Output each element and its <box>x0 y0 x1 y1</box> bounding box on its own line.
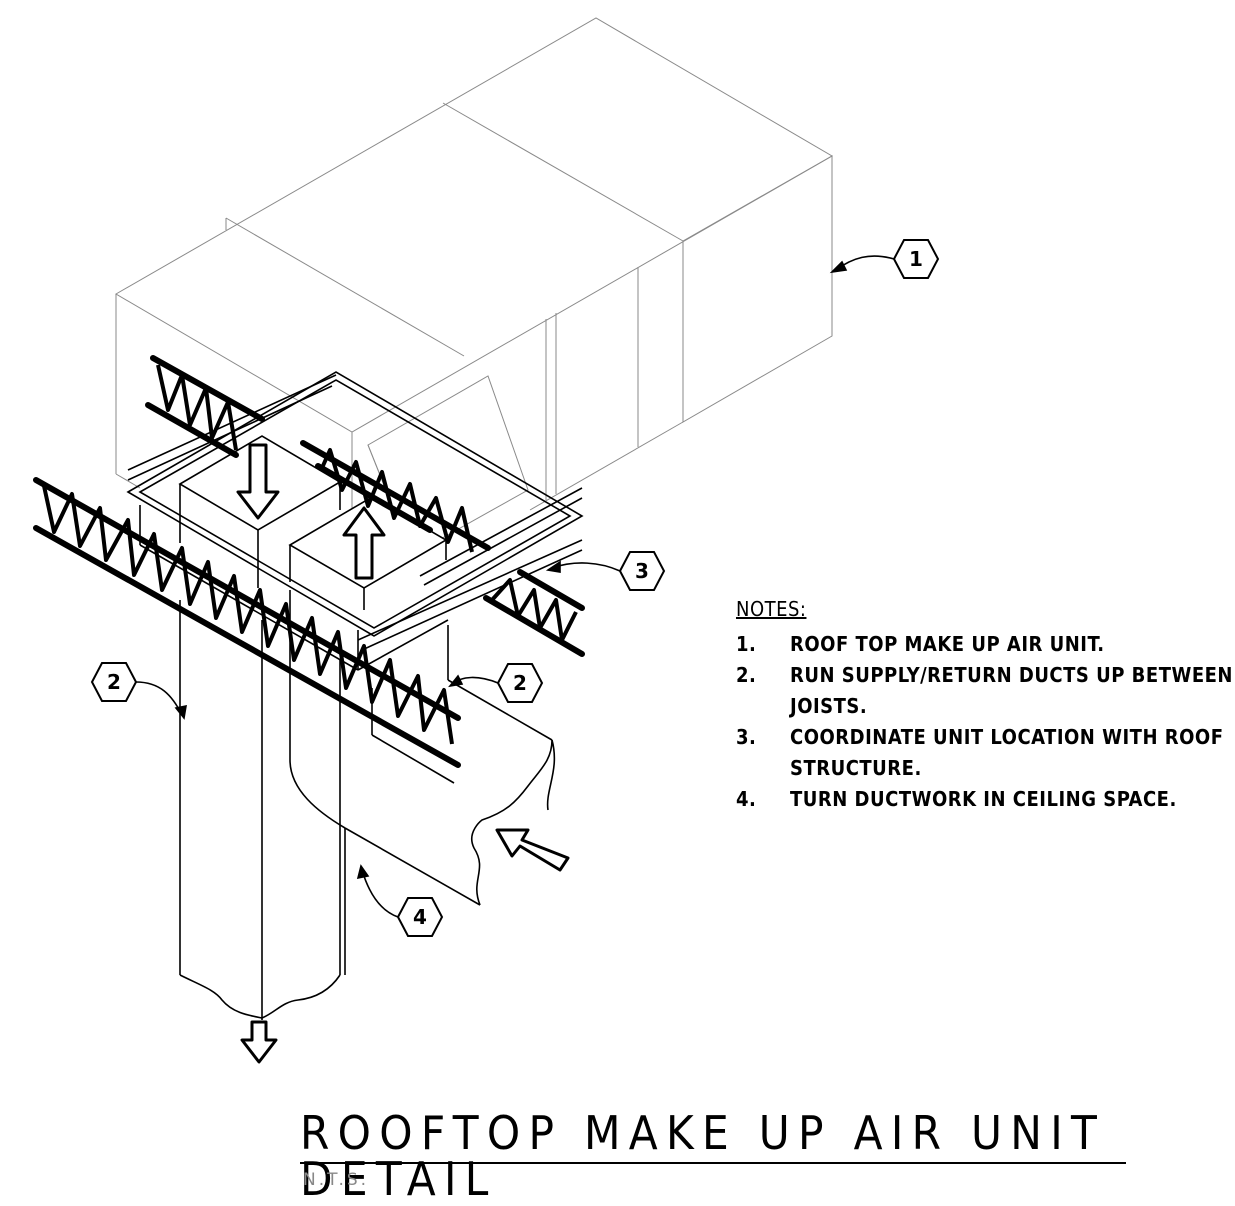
notes-block: NOTES: 1. ROOF TOP MAKE UP AIR UNIT. 2. … <box>736 597 1235 815</box>
airflow-arrows <box>236 443 570 1064</box>
note-item: 4. TURN DUCTWORK IN CEILING SPACE. <box>736 784 1235 815</box>
note-number: 2. <box>736 663 757 687</box>
intake-arrow <box>495 828 570 872</box>
note-text: TURN DUCTWORK IN CEILING SPACE. <box>790 787 1177 811</box>
tag-2-left-label: 2 <box>107 670 121 694</box>
note-item: 2. RUN SUPPLY/RETURN DUCTS UP BETWEEN JO… <box>736 660 1235 722</box>
note-number: 4. <box>736 787 757 811</box>
notes-heading: NOTES: <box>736 597 807 621</box>
supply-down-arrow <box>236 443 280 520</box>
tag-2-right-label: 2 <box>513 671 527 695</box>
note-item: 1. ROOF TOP MAKE UP AIR UNIT. <box>736 629 1235 660</box>
roof-curb <box>126 371 584 671</box>
detail-title: ROOFTOP MAKE UP AIR UNIT DETAIL <box>300 1106 1106 1206</box>
tag-4-label: 4 <box>413 905 427 929</box>
tag-2-left: 2 <box>90 662 138 702</box>
tag-3: 3 <box>618 551 666 591</box>
tag-1-label: 1 <box>909 247 923 271</box>
scale-note: N.T.S. <box>303 1170 370 1190</box>
leaders <box>135 255 895 918</box>
tag-2-right: 2 <box>496 663 544 703</box>
title-underline <box>300 1162 1126 1164</box>
discharge-down-arrow <box>240 1020 278 1064</box>
note-item: 3. COORDINATE UNIT LOCATION WITH ROOF ST… <box>736 722 1235 784</box>
note-text: ROOF TOP MAKE UP AIR UNIT. <box>790 632 1105 656</box>
note-number: 1. <box>736 632 757 656</box>
joists <box>33 355 585 768</box>
note-text: RUN SUPPLY/RETURN DUCTS UP BETWEEN JOIST… <box>790 663 1233 718</box>
tag-1: 1 <box>892 239 940 279</box>
return-up-arrow <box>342 506 386 580</box>
note-text: COORDINATE UNIT LOCATION WITH ROOF STRUC… <box>790 725 1224 780</box>
ducts <box>179 590 556 1020</box>
rails <box>127 374 583 651</box>
note-number: 3. <box>736 725 757 749</box>
tag-3-label: 3 <box>635 559 649 583</box>
tag-4: 4 <box>396 897 444 937</box>
